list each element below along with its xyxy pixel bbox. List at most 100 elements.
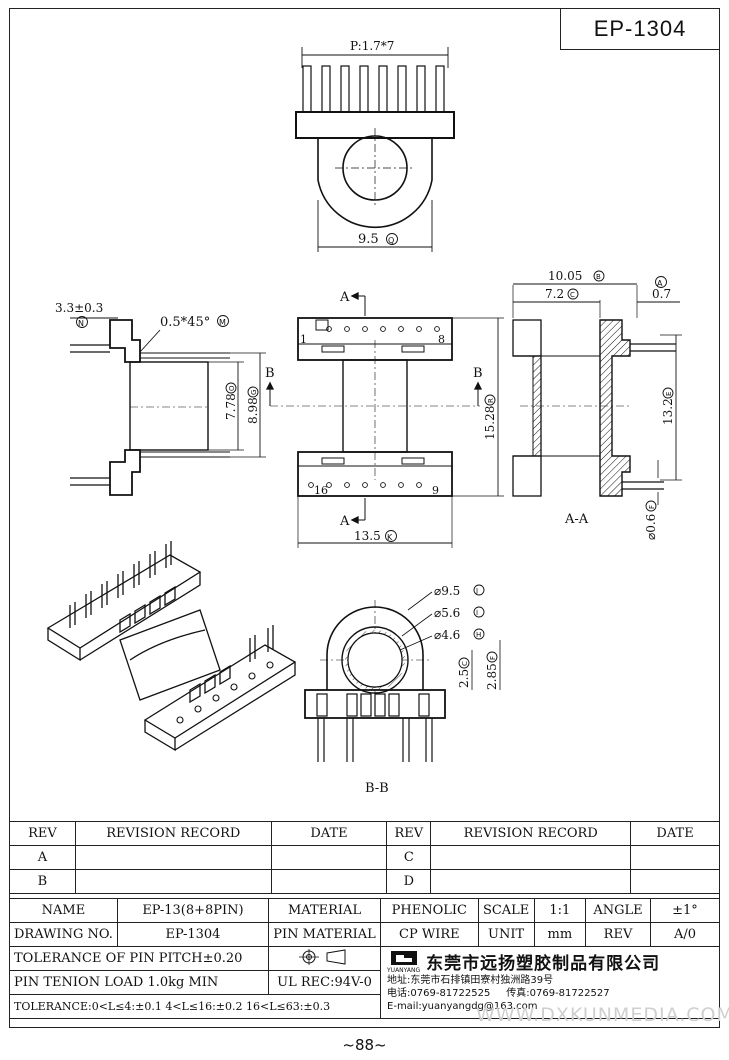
date-header: DATE [630, 821, 720, 846]
pin-8-label: 8 [438, 333, 445, 346]
unit-label: UNIT [477, 922, 535, 947]
company-fax: 传真:0769-81722527 [506, 988, 610, 999]
side-height-mark: E [665, 392, 673, 396]
ul-rec: UL REC:94V-0 [268, 970, 382, 995]
side-pin-label: 0.7 [652, 287, 671, 301]
side-pin-mark: A [657, 279, 663, 288]
date-cell [270, 845, 388, 870]
left-side-view: 3.3±0.3 N 0.5*45° M 7.78 O [55, 301, 266, 496]
projection-symbol-icon [298, 948, 346, 965]
date-cell [630, 869, 720, 894]
bb-d2-label: ⌀5.6 [434, 606, 460, 620]
company-contact: 电话:0769-81722525 传真:0769-81722527 [387, 987, 713, 1000]
company-email: E-mail:yuanyangdg@163.com [387, 1001, 538, 1012]
pin-dia-mark: F [648, 505, 656, 509]
bb-o1-mark: C [461, 661, 469, 666]
pin-tension: PIN TENION LOAD 1.0kg MIN [8, 970, 270, 995]
top-width-mark: Q [388, 236, 394, 245]
date-header: DATE [270, 821, 388, 846]
view-aa-label: A-A [564, 512, 589, 527]
revision-record-header: REVISION RECORD [430, 821, 632, 846]
logo-text: YUANYANG [387, 967, 421, 974]
date-cell [630, 845, 720, 870]
pin-dia-label: ⌀0.6 [644, 514, 658, 540]
revision-row: A C [9, 845, 720, 870]
rev-cell: D [386, 869, 432, 894]
company-address: 地址:东莞市石排镇田寮村独洲路39号 [387, 975, 554, 986]
front-width-label: 13.5 [354, 529, 381, 543]
revision-row: B D [9, 869, 720, 894]
scale-label: SCALE [477, 898, 535, 923]
company-phone: 电话:0769-81722525 [387, 988, 491, 999]
chamfer-mark: M [219, 318, 226, 327]
section-a-bottom: A [339, 514, 350, 529]
page-number: ~88~ [342, 1036, 387, 1054]
drawing-no-label: DRAWING NO. [9, 922, 118, 947]
bb-d1-label: ⌀9.5 [434, 584, 460, 598]
pin-material-value: CP WIRE [380, 922, 479, 947]
side-inner-label: 7.2 [545, 287, 564, 301]
yuanyang-logo-icon [390, 951, 417, 965]
scale-value: 1:1 [533, 898, 587, 923]
angle-label: ANGLE [585, 898, 651, 923]
bb-o2-mark: F [489, 656, 497, 660]
chamfer-label: 0.5*45° [160, 315, 210, 330]
rev-cell: A [9, 845, 76, 870]
pin-material-label: PIN MATERIAL [268, 922, 382, 947]
bb-d2-mark: I [476, 609, 478, 617]
angle-value: ±1° [649, 898, 721, 923]
material-label: MATERIAL [268, 898, 382, 923]
company-name: 东莞市远扬塑胶制品有限公司 [426, 954, 661, 974]
tolerance-pitch: TOLERANCE OF PIN PITCH±0.20 [8, 946, 270, 971]
record-cell [74, 845, 272, 870]
section-bb-view: ⌀9.5 J ⌀5.6 I ⌀4.6 H 2.5 C 2.85 F B-B [304, 584, 501, 796]
front-width-mark: K [387, 533, 393, 542]
part-code-box: EP-1304 [560, 8, 720, 50]
title-block-table: NAME EP-13(8+8PIN) MATERIAL PHENOLIC SCA… [8, 898, 721, 1019]
core-h2-label: 8.98 [246, 397, 260, 424]
side-total-mark: B [596, 273, 601, 281]
height-mark: R [487, 398, 495, 403]
company-header: YUANYANG 东莞市远扬塑胶制品有限公司 [387, 949, 713, 974]
pin-ext-mark: N [78, 319, 84, 328]
projection-symbol [268, 946, 382, 971]
view-bb-label: B-B [365, 781, 389, 796]
isometric-view [46, 541, 297, 752]
front-view: A 1 8 16 9 A [265, 290, 504, 548]
top-width-label: 9.5 [358, 232, 379, 247]
pin-1-label: 1 [300, 333, 307, 346]
core-h1-label: 7.78 [224, 393, 238, 420]
name-value: EP-13(8+8PIN) [116, 898, 270, 923]
pin-9-label: 9 [432, 484, 439, 497]
drawing-no-value: EP-1304 [116, 922, 270, 947]
side-height-label: 13.2 [661, 398, 675, 425]
unit-value: mm [533, 922, 587, 947]
top-view: P:1.7*7 9.5 Q [295, 39, 455, 252]
section-a-top: A [339, 290, 350, 305]
core-h1-mark: O [228, 385, 236, 391]
watermark: WWW.DXKUNMEDIA.COM [476, 1004, 729, 1026]
title-row-2: DRAWING NO. EP-1304 PIN MATERIAL CP WIRE… [9, 922, 721, 947]
revision-table: REV REVISION RECORD DATE REV REVISION RE… [9, 821, 720, 894]
date-cell [270, 869, 388, 894]
section-b-right: B [473, 366, 483, 381]
record-cell [430, 845, 632, 870]
record-cell [74, 869, 272, 894]
name-label: NAME [9, 898, 118, 923]
bb-o2-label: 2.85 [485, 663, 499, 690]
title-row-1: NAME EP-13(8+8PIN) MATERIAL PHENOLIC SCA… [9, 898, 721, 923]
title-row-5: TOLERANCE:0<L≤4:±0.1 4<L≤16:±0.2 16<L≤63… [8, 994, 720, 1019]
rev-value: A/0 [649, 922, 721, 947]
company-logo: YUANYANG [387, 949, 420, 974]
section-aa-view: 10.05 B 7.2 C A 0.7 13.2 E ⌀0. [512, 269, 682, 540]
revision-record-header: REVISION RECORD [74, 821, 272, 846]
pin-16-label: 16 [314, 484, 328, 497]
rev-header: REV [9, 821, 76, 846]
bb-d3-label: ⌀4.6 [434, 628, 460, 642]
part-code: EP-1304 [593, 16, 687, 41]
side-inner-mark: C [570, 291, 575, 299]
side-total-label: 10.05 [548, 269, 582, 283]
rev-cell: C [386, 845, 432, 870]
rev-label: REV [585, 922, 651, 947]
company-block: YUANYANG 东莞市远扬塑胶制品有限公司 地址:东莞市石排镇田寮村独洲路39… [380, 946, 720, 1019]
